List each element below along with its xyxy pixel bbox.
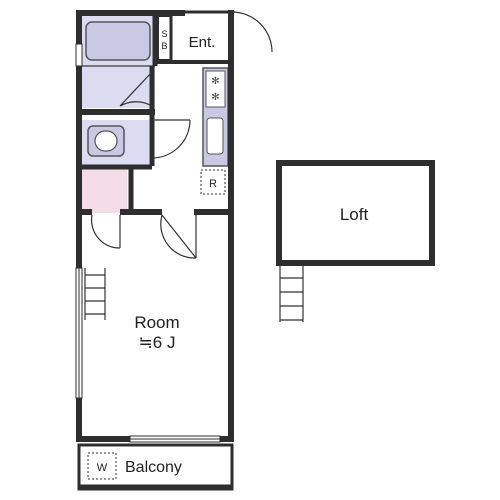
shoe-box-label-b: B — [161, 41, 167, 51]
entrance-label: Ent. — [189, 34, 216, 51]
loft-stairs-room — [84, 268, 106, 320]
window-top-left — [75, 43, 83, 67]
sink — [206, 117, 224, 155]
refrigerator-space — [200, 169, 226, 195]
loft — [276, 160, 435, 266]
washer-space — [87, 452, 117, 480]
closet-area — [82, 168, 127, 213]
room-name: Room — [134, 313, 179, 332]
burner-icon-1: ✻ — [211, 76, 219, 87]
stove — [205, 70, 226, 108]
doors — [90, 11, 273, 259]
refrigerator-label: R — [209, 178, 217, 190]
bathtub — [85, 21, 151, 61]
washer-label: W — [97, 462, 108, 474]
room-size: ≒6 J — [139, 333, 176, 352]
loft-label: Loft — [340, 205, 369, 224]
burner-icon-2: ✻ — [211, 92, 219, 103]
shoe-box-label-s: S — [161, 29, 167, 39]
loft-stairs — [279, 266, 304, 322]
balcony — [77, 443, 234, 491]
balcony-label: Balcony — [125, 459, 182, 476]
